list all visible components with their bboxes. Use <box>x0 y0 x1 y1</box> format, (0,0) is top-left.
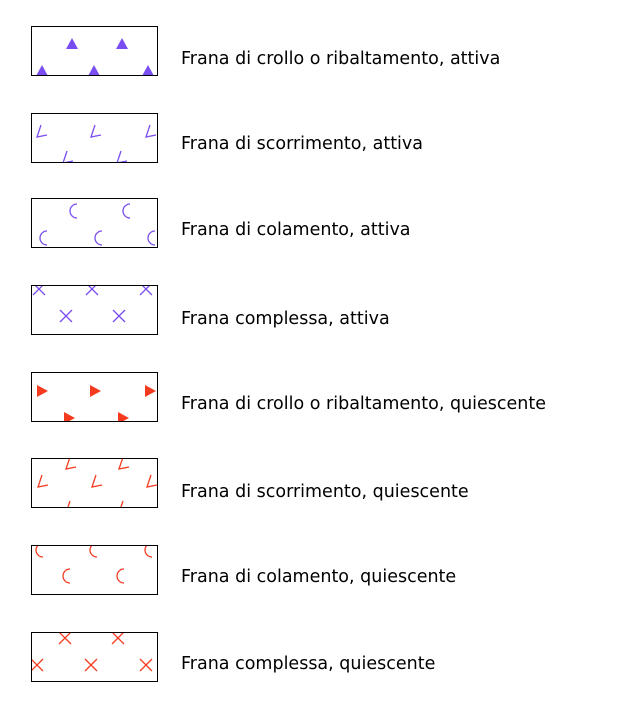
scorrimento-symbol <box>91 474 103 488</box>
pattern-swatch-complessa-quiescente <box>31 632 158 682</box>
colamento-arc-symbol <box>144 546 153 558</box>
triangle-up-symbol <box>116 38 128 49</box>
colamento-arc-symbol <box>116 568 125 584</box>
cross-symbol <box>139 658 153 672</box>
scorrimento-symbol <box>90 124 102 138</box>
triangle-right-symbol <box>37 385 48 397</box>
scorrimento-symbol <box>62 150 74 162</box>
legend-label: Frana di scorrimento, attiva <box>181 134 424 154</box>
scorrimento-symbol <box>118 459 130 470</box>
legend-row-complessa-attiva: Frana complessa, attiva <box>0 284 621 364</box>
cross-symbol <box>58 633 72 645</box>
colamento-arc-symbol <box>69 203 78 219</box>
triangle-up-symbol <box>36 65 48 75</box>
colamento-arc-symbol <box>35 546 44 558</box>
cross-symbol <box>32 658 44 672</box>
pattern-swatch-colamento-quiescente <box>31 545 158 595</box>
pattern-swatch-crollo-quiescente <box>31 372 158 422</box>
legend-row-colamento-quiescente: Frana di colamento, quiescente <box>0 545 621 625</box>
colamento-arc-symbol <box>94 230 103 246</box>
legend-label: Frana di crollo o ribaltamento, attiva <box>181 49 501 69</box>
legend-row-crollo-quiescente: Frana di crollo o ribaltamento, quiescen… <box>0 372 621 452</box>
triangle-right-symbol <box>145 385 156 397</box>
colamento-arc-symbol <box>62 568 71 584</box>
legend-label: Frana di colamento, attiva <box>181 220 411 240</box>
triangle-up-symbol <box>142 65 154 75</box>
legend-row-complessa-quiescente: Frana complessa, quiescente <box>0 631 621 711</box>
scorrimento-symbol <box>36 124 48 138</box>
scorrimento-symbol <box>120 500 124 507</box>
legend-row-scorrimento-quiescente: Frana di scorrimento, quiescente <box>0 458 621 538</box>
colamento-arc-symbol <box>122 203 131 219</box>
scorrimento-symbol <box>37 474 49 488</box>
pattern-swatch-colamento-attiva <box>31 198 158 248</box>
cross-symbol <box>111 633 125 645</box>
legend-row-colamento-attiva: Frana di colamento, attiva <box>0 197 621 277</box>
triangle-up-symbol <box>88 65 100 75</box>
legend-label: Frana complessa, attiva <box>181 309 390 329</box>
triangle-up-symbol <box>66 38 78 49</box>
pattern-swatch-crollo-attiva <box>31 26 158 76</box>
legend-label: Frana di colamento, quiescente <box>181 567 457 587</box>
pattern-swatch-scorrimento-quiescente <box>31 458 158 508</box>
scorrimento-symbol <box>65 459 77 470</box>
cross-symbol <box>84 658 98 672</box>
cross-symbol <box>139 286 153 296</box>
colamento-arc-symbol <box>147 230 156 246</box>
colamento-arc-symbol <box>89 546 98 558</box>
scorrimento-symbol <box>116 150 128 162</box>
legend-row-crollo-attiva: Frana di crollo o ribaltamento, attiva <box>0 24 621 104</box>
cross-symbol <box>32 286 46 296</box>
triangle-right-symbol <box>90 385 101 397</box>
legend-label: Frana di scorrimento, quiescente <box>181 482 469 502</box>
scorrimento-symbol <box>145 124 157 138</box>
triangle-right-symbol <box>64 412 75 421</box>
pattern-swatch-scorrimento-attiva <box>31 113 158 163</box>
triangle-right-symbol <box>118 412 129 421</box>
cross-symbol <box>85 286 99 296</box>
scorrimento-symbol <box>67 500 71 507</box>
scorrimento-symbol <box>146 474 157 488</box>
legend-label: Frana di crollo o ribaltamento, quiescen… <box>181 394 547 414</box>
colamento-arc-symbol <box>39 230 48 246</box>
legend-label: Frana complessa, quiescente <box>181 654 436 674</box>
legend-row-scorrimento-attiva: Frana di scorrimento, attiva <box>0 111 621 191</box>
pattern-swatch-complessa-attiva <box>31 285 158 335</box>
cross-symbol <box>112 309 126 323</box>
cross-symbol <box>59 309 73 323</box>
